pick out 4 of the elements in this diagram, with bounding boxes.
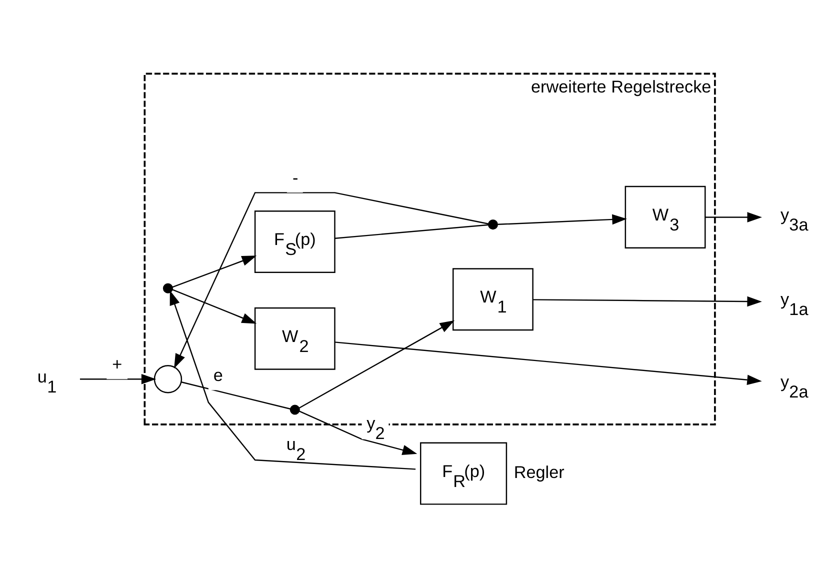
edge-label: e bbox=[213, 364, 223, 385]
edge-label: + bbox=[112, 354, 122, 374]
node-label: Regler bbox=[514, 462, 564, 482]
edge-label: - bbox=[292, 167, 298, 188]
